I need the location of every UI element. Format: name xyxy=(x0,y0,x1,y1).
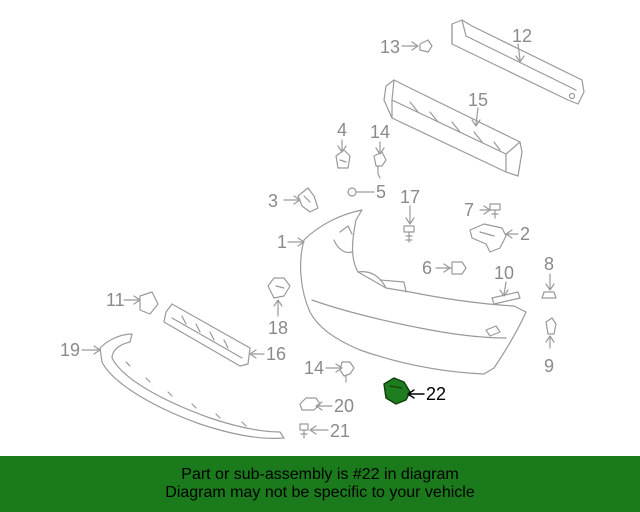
callout-12: 12 xyxy=(512,26,532,46)
part-10-reflector xyxy=(491,291,521,305)
part-3-side-bracket xyxy=(297,187,319,213)
part-8-clip xyxy=(541,291,557,299)
part-19-lower-molding xyxy=(99,333,285,439)
part-13-clip xyxy=(419,39,433,53)
part-17-bolt xyxy=(403,225,415,243)
callout-20: 20 xyxy=(334,396,354,416)
part-11-clip xyxy=(139,291,159,315)
callout-11: 11 xyxy=(106,290,125,310)
part-22-highlighted[interactable] xyxy=(383,377,411,405)
part-14-clip-lower xyxy=(339,361,355,383)
callout-15: 15 xyxy=(468,90,488,110)
part-9-clip xyxy=(545,317,557,335)
bumper-parts-diagram: 12 13 15 4 14 5 3 17 7 2 1 6 10 8 11 18 … xyxy=(60,19,585,441)
part-1-bumper-cover xyxy=(300,209,527,375)
part-2-bracket xyxy=(469,223,507,253)
callout-22[interactable]: 22 xyxy=(426,384,446,404)
callout-9: 9 xyxy=(544,356,554,376)
part-12-reinforcement-bar xyxy=(451,19,585,105)
callout-13: 13 xyxy=(380,37,400,57)
callout-14-upper: 14 xyxy=(370,122,390,142)
part-21-bolt xyxy=(299,423,309,439)
callout-10: 10 xyxy=(494,263,514,283)
part-18-bracket xyxy=(267,277,291,299)
part-4-bracket xyxy=(335,149,351,169)
callout-18: 18 xyxy=(268,318,288,338)
info-banner: Part or sub-assembly is #22 in diagram D… xyxy=(0,456,640,512)
callout-3: 3 xyxy=(268,191,278,211)
part-5-nut xyxy=(347,187,363,197)
banner-line-part-number: Part or sub-assembly is #22 in diagram xyxy=(181,466,459,483)
part-15-energy-absorber xyxy=(383,79,523,177)
part-20-retainer xyxy=(299,397,321,411)
callout-labels: 12 13 15 4 14 5 3 17 7 2 1 6 10 8 11 18 … xyxy=(60,26,554,441)
callout-4: 4 xyxy=(337,120,347,140)
callout-8: 8 xyxy=(544,254,554,274)
part-16-grille xyxy=(163,303,251,367)
callout-14-lower: 14 xyxy=(304,358,324,378)
callout-2: 2 xyxy=(520,224,530,244)
part-7-bolt xyxy=(489,203,501,219)
banner-line-disclaimer: Diagram may not be specific to your vehi… xyxy=(165,484,475,501)
callout-6: 6 xyxy=(422,258,432,278)
callout-21: 21 xyxy=(330,421,350,441)
leader-lines xyxy=(81,41,555,435)
callout-5: 5 xyxy=(376,182,386,202)
callout-19: 19 xyxy=(60,340,80,360)
part-14-clip-upper xyxy=(373,151,387,179)
callout-1: 1 xyxy=(277,232,287,252)
callout-7: 7 xyxy=(464,200,474,220)
callout-16: 16 xyxy=(266,344,286,364)
callout-17: 17 xyxy=(400,187,420,207)
leader-line-22 xyxy=(407,389,425,399)
